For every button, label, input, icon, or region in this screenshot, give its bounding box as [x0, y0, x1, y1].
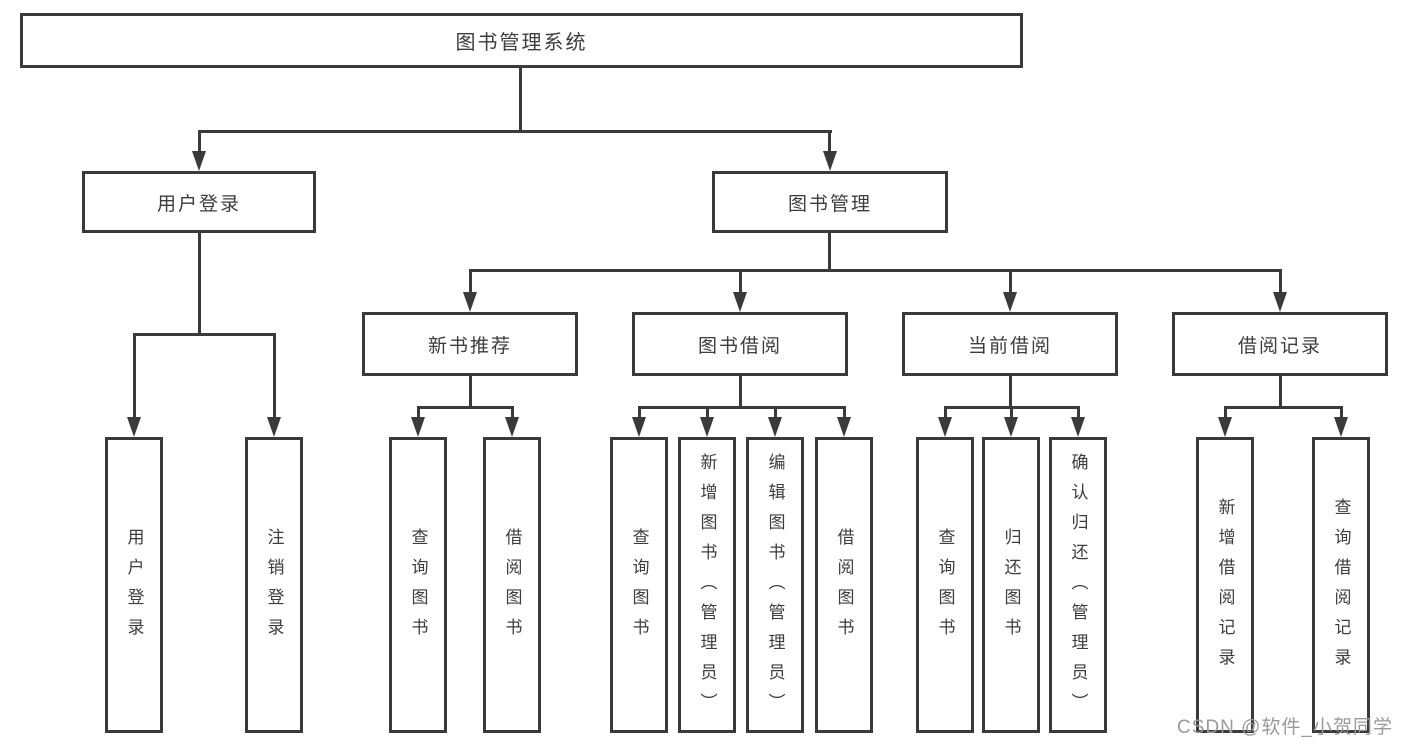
connector-cb-drop-1	[944, 406, 947, 419]
leaf-bb-add-books-admin: 新增图书（管理员）	[678, 437, 736, 733]
leaf-user-login: 用户登录	[105, 437, 163, 733]
arrow-to-newbook	[463, 292, 477, 312]
arrow-to-logout-leaf	[267, 417, 281, 437]
connector-bb-drop-2	[706, 406, 709, 419]
connector-currentborrow-drop	[1009, 269, 1012, 294]
root-node: 图书管理系统	[20, 13, 1023, 68]
leaf-bb-query-books: 查询图书	[610, 437, 668, 733]
connector-cb-stub	[1009, 376, 1012, 409]
arrow-nb-leaf-2	[505, 417, 519, 437]
connector-bb-drop-1	[638, 406, 641, 419]
arrow-bb-leaf-3	[768, 417, 782, 437]
connector-book-mgmt-drop	[828, 130, 831, 152]
connector-cb-drop-3	[1077, 406, 1080, 419]
connector-bb-bar	[638, 406, 846, 409]
connector-level2-bar	[198, 130, 832, 133]
arrow-to-book-mgmt	[823, 151, 837, 171]
arrow-bb-leaf-4	[837, 417, 851, 437]
node-book-management: 图书管理	[712, 171, 948, 233]
connector-ul-drop-2	[273, 333, 276, 419]
arrow-cb-leaf-2	[1004, 417, 1018, 437]
arrow-to-currentborrow	[1003, 292, 1017, 312]
node-new-book-recommend: 新书推荐	[362, 312, 578, 376]
leaf-cb-query-books: 查询图书	[916, 437, 974, 733]
arrow-to-records	[1273, 292, 1287, 312]
arrow-cb-leaf-3	[1071, 417, 1085, 437]
node-user-login: 用户登录	[82, 171, 316, 233]
arrow-br-leaf-1	[1218, 417, 1232, 437]
connector-br-drop-1	[1224, 406, 1227, 419]
connector-bb-stub	[739, 376, 742, 409]
arrow-nb-leaf-1	[411, 417, 425, 437]
leaf-bb-edit-books-admin: 编辑图书（管理员）	[746, 437, 804, 733]
connector-bookborrow-drop	[739, 269, 742, 294]
connector-user-login-drop	[198, 130, 201, 152]
arrow-cb-leaf-1	[938, 417, 952, 437]
connector-br-stub	[1279, 376, 1282, 409]
arrow-to-login-leaf	[127, 417, 141, 437]
connector-nb-drop-2	[511, 406, 514, 419]
connector-level3-bar	[469, 269, 1282, 272]
connector-br-bar	[1224, 406, 1343, 409]
connector-ul-stub	[198, 233, 201, 335]
arrow-to-user-login	[192, 151, 206, 171]
connector-newbook-drop	[469, 269, 472, 294]
connector-nb-stub	[469, 376, 472, 409]
connector-root-stub	[519, 66, 522, 132]
connector-cb-drop-2	[1010, 406, 1013, 419]
arrow-to-bookborrow	[733, 292, 747, 312]
leaf-nb-borrow-books: 借阅图书	[483, 437, 541, 733]
leaf-br-add-record: 新增借阅记录	[1196, 437, 1254, 733]
csdn-watermark: CSDN @软件_小贺同学	[1177, 717, 1393, 738]
leaf-cb-confirm-return-admin: 确认归还（管理员）	[1049, 437, 1107, 733]
arrow-br-leaf-2	[1334, 417, 1348, 437]
leaf-cb-return-books: 归还图书	[982, 437, 1040, 733]
leaf-logout: 注销登录	[245, 437, 303, 733]
arrow-bb-leaf-1	[632, 417, 646, 437]
node-current-borrowing: 当前借阅	[902, 312, 1118, 376]
leaf-br-query-record: 查询借阅记录	[1312, 437, 1370, 733]
connector-ul-bar	[133, 333, 276, 336]
leaf-bb-borrow-books: 借阅图书	[815, 437, 873, 733]
connector-bm-stub	[828, 233, 831, 271]
leaf-nb-query-books: 查询图书	[389, 437, 447, 733]
connector-bb-drop-3	[774, 406, 777, 419]
connector-br-drop-2	[1340, 406, 1343, 419]
node-book-borrowing: 图书借阅	[632, 312, 848, 376]
connector-nb-bar	[417, 406, 514, 409]
connector-records-drop	[1279, 269, 1282, 294]
connector-ul-drop-1	[133, 333, 136, 419]
connector-nb-drop-1	[417, 406, 420, 419]
arrow-bb-leaf-2	[700, 417, 714, 437]
connector-bb-drop-4	[843, 406, 846, 419]
node-borrowing-records: 借阅记录	[1172, 312, 1388, 376]
